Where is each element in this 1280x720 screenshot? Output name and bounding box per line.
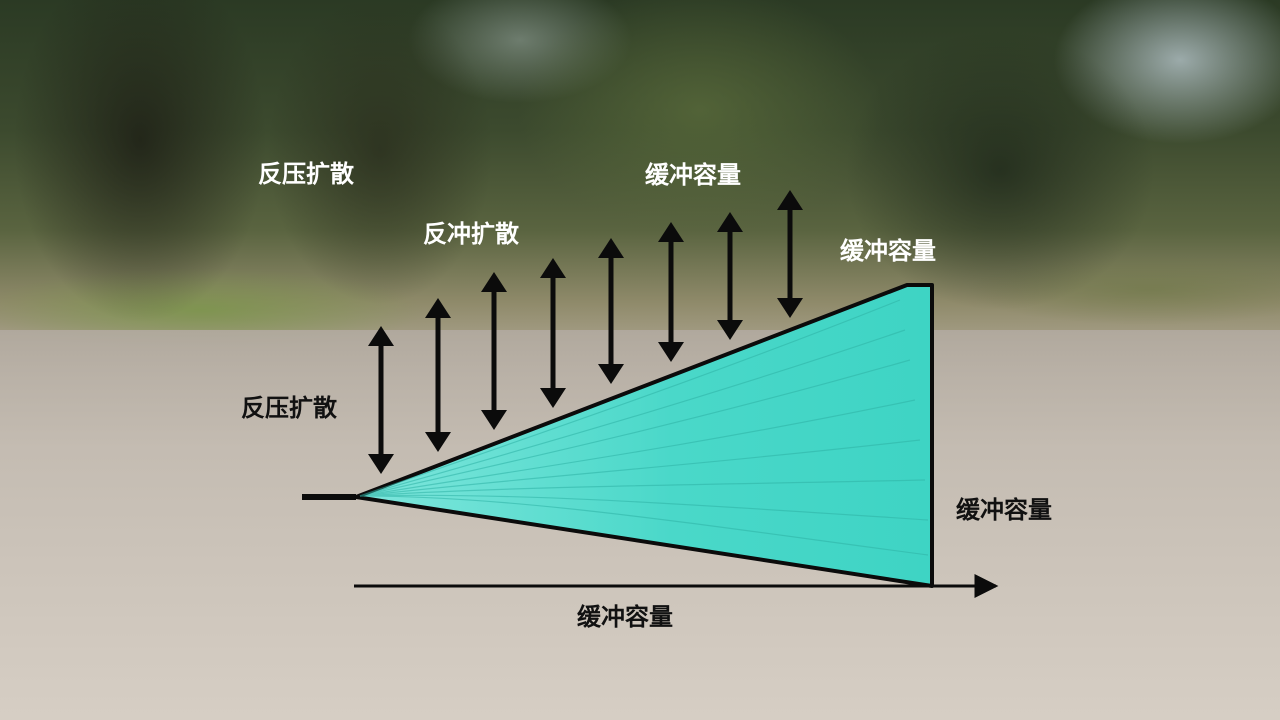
label-left: 反压扩散	[241, 394, 337, 422]
label-top-left: 反压扩散	[258, 160, 354, 188]
label-top-right: 缓冲容量	[645, 161, 741, 189]
pressure-arrows	[368, 190, 803, 474]
double-arrow	[777, 190, 803, 318]
label-upper-right: 缓冲容量	[840, 237, 936, 265]
double-arrow	[481, 272, 507, 430]
double-arrow	[717, 212, 743, 340]
label-bottom: 缓冲容量	[577, 603, 673, 631]
double-arrow	[658, 222, 684, 362]
label-mid-left: 反冲扩散	[423, 220, 519, 248]
double-arrow	[598, 238, 624, 384]
wedge-flow-streaks	[359, 299, 929, 556]
label-right: 缓冲容量	[956, 496, 1052, 524]
double-arrow	[368, 326, 394, 474]
double-arrow	[425, 298, 451, 452]
double-arrow	[540, 258, 566, 408]
